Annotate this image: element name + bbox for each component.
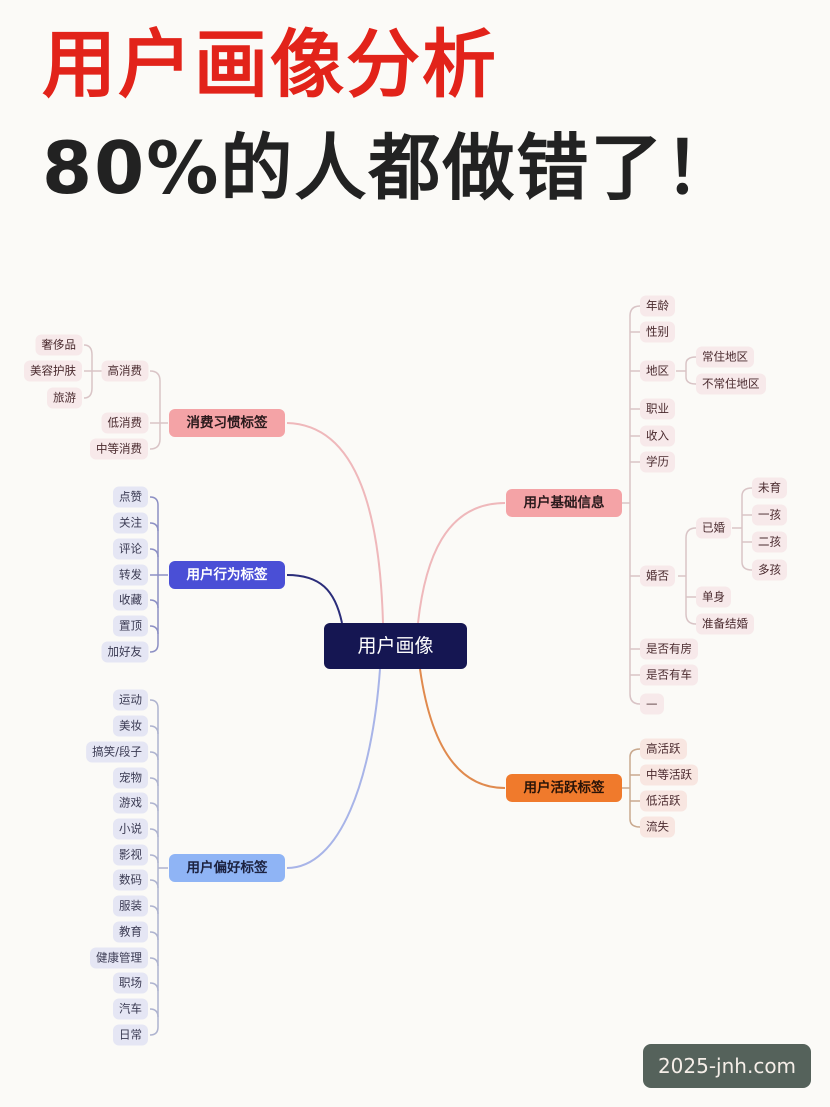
leaf-education-level[interactable]: 学历: [640, 451, 675, 473]
leaf-multiple-children[interactable]: 多孩: [752, 559, 787, 581]
leaf-high-activity[interactable]: 高活跃: [640, 738, 687, 760]
leaf-education[interactable]: 教育: [113, 921, 148, 943]
leaf-one-child[interactable]: 一孩: [752, 504, 787, 526]
leaf-marital-status[interactable]: 婚否: [640, 565, 675, 587]
leaf-two-children[interactable]: 二孩: [752, 531, 787, 553]
leaf-married[interactable]: 已婚: [696, 517, 731, 539]
leaf-film-tv[interactable]: 影视: [113, 844, 148, 866]
leaf-sports[interactable]: 运动: [113, 689, 148, 711]
leaf-beauty-skincare[interactable]: 美容护肤: [24, 360, 82, 382]
leaf-resident-region[interactable]: 常住地区: [696, 346, 754, 368]
leaf-digital[interactable]: 数码: [113, 869, 148, 891]
leaf-pin[interactable]: 置顶: [113, 615, 148, 637]
leaf-cars[interactable]: 汽车: [113, 998, 148, 1020]
leaf-favorite[interactable]: 收藏: [113, 589, 148, 611]
leaf-churned[interactable]: 流失: [640, 816, 675, 838]
headline-subtitle: 80%的人都做错了！: [42, 126, 739, 210]
leaf-add-friend[interactable]: 加好友: [101, 641, 148, 663]
leaf-clothing[interactable]: 服装: [113, 895, 148, 917]
leaf-engaged[interactable]: 准备结婚: [696, 613, 754, 635]
leaf-medium-consumption[interactable]: 中等消费: [90, 438, 148, 460]
leaf-high-consumption[interactable]: 高消费: [101, 360, 148, 382]
leaf-travel[interactable]: 旅游: [47, 387, 82, 409]
watermark-badge: 2025-jnh.com: [643, 1044, 811, 1088]
leaf-career[interactable]: 职场: [113, 972, 148, 994]
leaf-no-children[interactable]: 未育: [752, 477, 787, 499]
leaf-follow[interactable]: 关注: [113, 512, 148, 534]
leaf-owns-house[interactable]: 是否有房: [640, 638, 698, 660]
branch-user-preference[interactable]: 用户偏好标签: [169, 854, 285, 882]
leaf-health[interactable]: 健康管理: [90, 947, 148, 969]
leaf-medium-activity[interactable]: 中等活跃: [640, 764, 698, 786]
leaf-low-activity[interactable]: 低活跃: [640, 790, 687, 812]
leaf-comedy[interactable]: 搞笑/段子: [86, 741, 148, 763]
leaf-novels[interactable]: 小说: [113, 818, 148, 840]
leaf-games[interactable]: 游戏: [113, 792, 148, 814]
leaf-income[interactable]: 收入: [640, 425, 675, 447]
branch-basic-info[interactable]: 用户基础信息: [506, 489, 622, 517]
leaf-like[interactable]: 点赞: [113, 486, 148, 508]
branch-user-behavior[interactable]: 用户行为标签: [169, 561, 285, 589]
leaf-pets[interactable]: 宠物: [113, 767, 148, 789]
leaf-owns-car[interactable]: 是否有车: [640, 664, 698, 686]
leaf-luxury[interactable]: 奢侈品: [35, 334, 82, 356]
leaf-share[interactable]: 转发: [113, 564, 148, 586]
leaf-occupation[interactable]: 职业: [640, 398, 675, 420]
root-node[interactable]: 用户画像: [324, 623, 467, 669]
leaf-daily[interactable]: 日常: [113, 1024, 148, 1046]
leaf-nonresident-region[interactable]: 不常住地区: [696, 373, 766, 395]
leaf-region[interactable]: 地区: [640, 360, 675, 382]
leaf-age[interactable]: 年龄: [640, 295, 675, 317]
leaf-more[interactable]: —: [640, 693, 664, 715]
leaf-gender[interactable]: 性别: [640, 321, 675, 343]
leaf-low-consumption[interactable]: 低消费: [101, 412, 148, 434]
headline-title: 用户画像分析: [42, 22, 498, 108]
leaf-makeup[interactable]: 美妆: [113, 715, 148, 737]
leaf-comment[interactable]: 评论: [113, 538, 148, 560]
branch-consumption-habits[interactable]: 消费习惯标签: [169, 409, 285, 437]
branch-user-activity[interactable]: 用户活跃标签: [506, 774, 622, 802]
leaf-single[interactable]: 单身: [696, 586, 731, 608]
